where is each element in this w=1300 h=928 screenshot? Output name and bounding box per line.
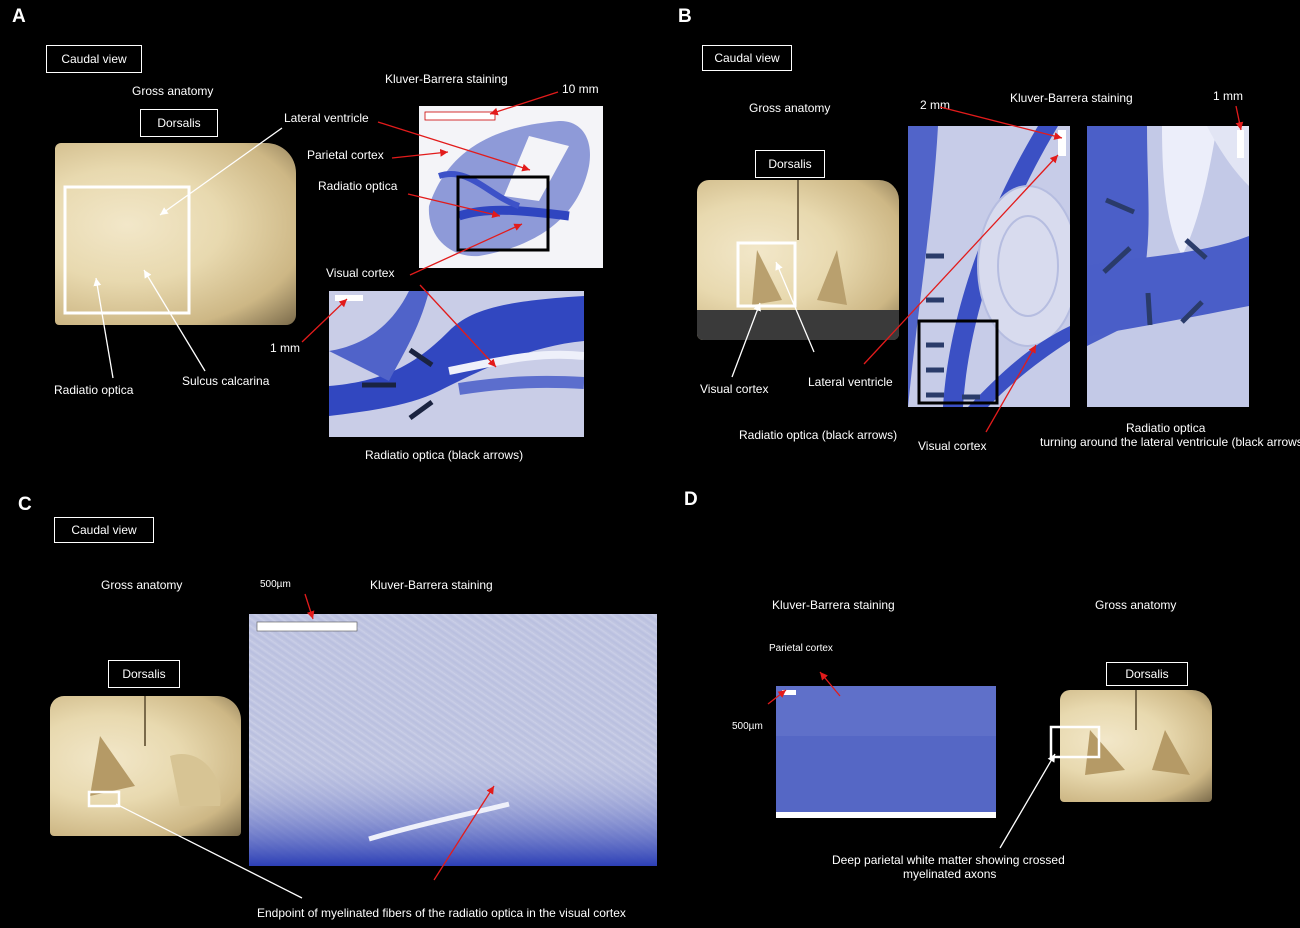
panel-d-gross-brain-image — [1060, 690, 1212, 802]
panel-b-scale-1mm: 1 mm — [1213, 89, 1243, 103]
panel-d-letter: D — [684, 489, 698, 510]
panel-c-caption: Endpoint of myelinated fibers of the rad… — [257, 906, 626, 920]
panel-c-scale: 500µm — [260, 579, 291, 590]
panel-b-caption-left: Radiatio optica (black arrows) — [739, 428, 898, 442]
panel-a-staining-label: Kluver-Barrera staining — [385, 72, 508, 86]
panel-d-staining-label: Kluver-Barrera staining — [772, 598, 895, 612]
panel-a-sulcus-calcarina-label: Sulcus calcarina — [182, 374, 270, 388]
panel-a-scale-10mm: 10 mm — [562, 82, 599, 96]
panel-b-gross-brain-image — [697, 180, 899, 340]
panel-a-gross-brain-image — [55, 143, 296, 325]
panel-c-gross-brain-image — [50, 696, 241, 836]
panel-d-scale: 500µm — [732, 721, 763, 732]
panel-b-lateral-ventricle-label: Lateral ventricle — [808, 375, 893, 389]
panel-d-gross-anatomy-label: Gross anatomy — [1095, 598, 1177, 612]
panel-b-visual-cortex-left-label: Visual cortex — [700, 382, 769, 396]
panel-d-caption-1: Deep parietal white matter showing cross… — [832, 853, 1065, 867]
panel-d-stain-image — [776, 686, 996, 818]
panel-d-dorsalis-label: Dorsalis — [1106, 662, 1188, 686]
panel-a-caption: Radiatio optica (black arrows) — [365, 448, 524, 462]
panel-a-gross-anatomy-label: Gross anatomy — [132, 84, 214, 98]
panel-c-stain-image — [249, 614, 657, 866]
panel-a-scale-1mm: 1 mm — [270, 341, 300, 355]
panel-a-caudal-view-label: Caudal view — [46, 45, 142, 73]
panel-c-staining-label: Kluver-Barrera staining — [370, 578, 493, 592]
panel-b-visual-cortex-mid-label: Visual cortex — [918, 439, 987, 453]
panel-b-letter: B — [678, 6, 692, 27]
panel-d-parietal-cortex-label: Parietal cortex — [769, 643, 833, 654]
panel-b-gross-anatomy-label: Gross anatomy — [749, 101, 831, 115]
panel-b-stain-overview-image — [908, 126, 1070, 407]
panel-a-dorsalis-label: Dorsalis — [140, 109, 218, 137]
panel-c-gross-anatomy-label: Gross anatomy — [101, 578, 183, 592]
panel-b-scale-2mm: 2 mm — [920, 98, 950, 112]
panel-a-parietal-cortex-label: Parietal cortex — [307, 148, 384, 162]
panel-a-letter: A — [12, 6, 26, 27]
panel-c-dorsalis-label: Dorsalis — [108, 660, 180, 688]
panel-c-letter: C — [18, 494, 32, 515]
panel-a-lateral-ventricle-label: Lateral ventricle — [284, 111, 369, 125]
panel-b-caption-right-2: turning around the lateral ventricule (b… — [1040, 435, 1300, 449]
panel-c-caudal-view-label: Caudal view — [54, 517, 154, 543]
panel-a-visual-cortex-label: Visual cortex — [326, 266, 395, 280]
panel-b-caption-right-1: Radiatio optica — [1126, 421, 1206, 435]
panel-a-radiatio-optica-label: Radiatio optica — [318, 179, 398, 193]
panel-b-dorsalis-label: Dorsalis — [755, 150, 825, 178]
panel-b-stain-detail-image — [1087, 126, 1249, 407]
panel-a-stain-overview-image — [419, 106, 603, 268]
panel-d-arrow-caption-to-roi — [999, 753, 1056, 849]
panel-d-caption-2: myelinated axons — [903, 867, 997, 881]
panel-a-radiatio-optica-bottom-label: Radiatio optica — [54, 383, 134, 397]
panel-a-stain-detail-image — [329, 291, 584, 437]
panel-b-staining-label: Kluver-Barrera staining — [1010, 91, 1133, 105]
panel-b-caudal-view-label: Caudal view — [702, 45, 792, 71]
